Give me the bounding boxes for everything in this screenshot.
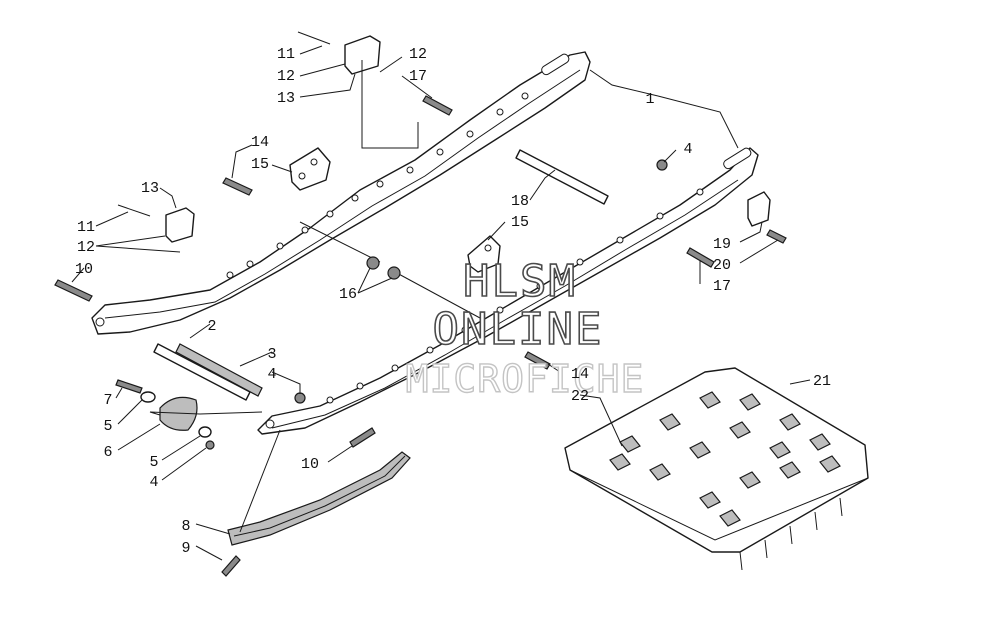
bumper-6 [159, 396, 198, 431]
bracket-15-left [289, 147, 331, 191]
callout-13-top: 13 [277, 90, 295, 107]
watermark: HLSM ONLINE MICROFICHE [405, 255, 645, 402]
callout-15-right: 15 [511, 214, 529, 231]
callout-20: 20 [713, 257, 731, 274]
callout-6: 6 [103, 444, 112, 461]
callout-10-lower: 10 [301, 456, 319, 473]
callout-8: 8 [181, 518, 190, 535]
bolt-14-right [524, 351, 551, 370]
callout-4-mid: 4 [267, 366, 276, 383]
callout-4-bottom: 4 [149, 474, 158, 491]
washer-5b [198, 426, 212, 438]
callout-11-top: 11 [277, 46, 295, 63]
pin-11-top [297, 31, 331, 45]
leader-lines [71, 45, 811, 561]
nut-4-bottom [205, 440, 215, 450]
washer-5a [140, 391, 156, 403]
callout-2: 2 [207, 318, 216, 335]
callout-14-left: 14 [251, 134, 269, 151]
callout-7: 7 [103, 392, 112, 409]
stop-block-13-top [344, 35, 381, 75]
bolt-17-top [422, 95, 453, 116]
nut-16b [387, 266, 401, 280]
nut-16a [366, 256, 380, 270]
callout-labels: 1 2 3 4 4 4 5 5 6 7 8 9 10 10 11 11 12 1… [75, 46, 831, 557]
bolt-10-lower [349, 427, 376, 448]
callout-18: 18 [511, 193, 529, 210]
cross-shaft-2 [153, 343, 251, 401]
bolt-17-right [686, 247, 715, 268]
bolt-10-left [54, 279, 93, 302]
callout-12-top-left: 12 [277, 68, 295, 85]
callout-13-left: 13 [141, 180, 159, 197]
callout-10-left: 10 [75, 261, 93, 278]
cross-shaft-18 [515, 149, 609, 205]
callout-5-lower: 5 [149, 454, 158, 471]
callout-9: 9 [181, 540, 190, 557]
bolt-14-left [222, 177, 253, 196]
callout-16: 16 [339, 286, 357, 303]
left-slide-rail [91, 51, 591, 335]
shaft-axis-line [299, 221, 481, 319]
right-slide-rail [257, 147, 759, 435]
callout-1: 1 [645, 91, 654, 108]
callout-14-right: 14 [571, 366, 589, 383]
callout-5-upper: 5 [103, 418, 112, 435]
stop-block-13-left [165, 207, 195, 243]
screw-20 [766, 229, 787, 244]
pin-11-left [117, 204, 151, 217]
watermark-line-3: MICROFICHE [406, 357, 645, 401]
callout-17-top: 17 [409, 68, 427, 85]
watermark-line-2: ONLINE [433, 304, 604, 355]
callout-3: 3 [267, 346, 276, 363]
bolt-7 [115, 379, 143, 394]
callout-12-top-right: 12 [409, 46, 427, 63]
callout-12-left: 12 [77, 239, 95, 256]
watermark-line-1: HLSM [463, 256, 577, 307]
track-21 [564, 367, 869, 571]
nut-4-top [656, 159, 668, 171]
callout-11-left: 11 [77, 219, 95, 236]
callout-15-left: 15 [251, 156, 269, 173]
callout-19: 19 [713, 236, 731, 253]
bracket-15-right [467, 235, 501, 273]
screw-9 [221, 555, 241, 577]
callout-21: 21 [813, 373, 831, 390]
callout-22: 22 [571, 388, 589, 405]
nut-4-lower [294, 392, 306, 404]
cross-shaft-3 [175, 343, 263, 397]
callout-4-top: 4 [683, 141, 692, 158]
callout-17-right: 17 [713, 278, 731, 295]
wear-strip-8 [227, 451, 411, 546]
end-cap-19 [747, 191, 771, 227]
